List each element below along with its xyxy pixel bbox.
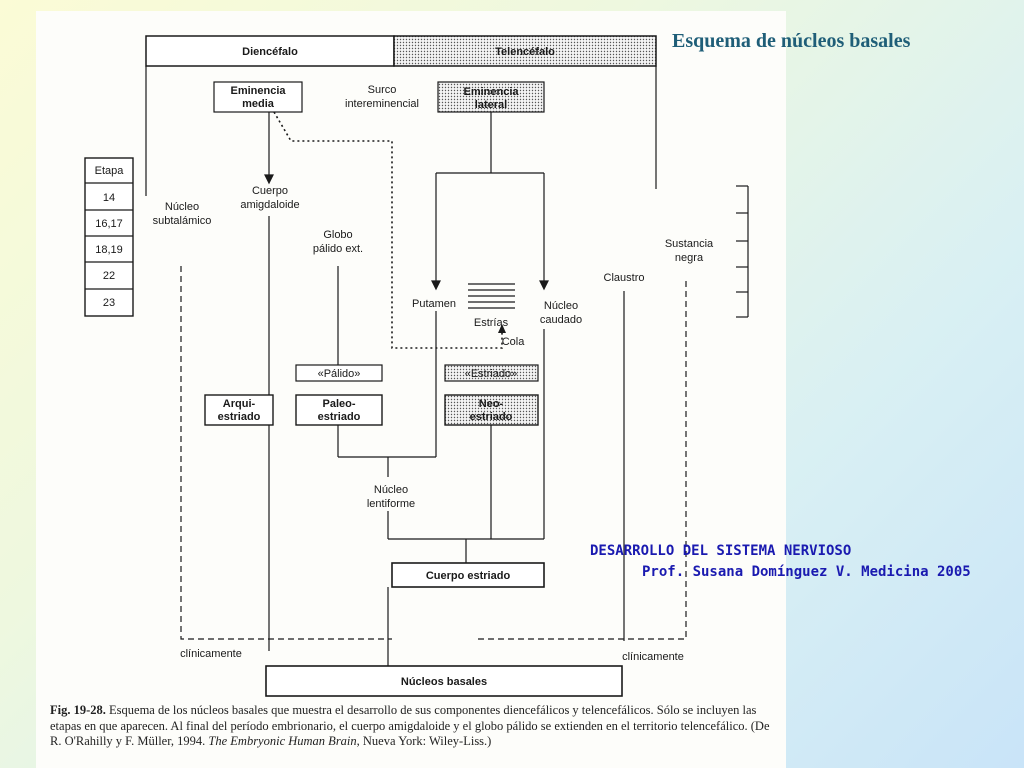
- etapa-value: 23: [103, 297, 115, 309]
- etapa-value: 18,19: [95, 244, 123, 256]
- clinicamente-right: clínicamente: [622, 651, 684, 663]
- nucleo-lentiforme-l2: lentiforme: [367, 498, 415, 510]
- etapa-header: Etapa: [95, 165, 125, 177]
- etapa-value: 14: [103, 192, 115, 204]
- putamen-label: Putamen: [412, 298, 456, 310]
- etapa-value: 22: [103, 270, 115, 282]
- eminencia-lateral-l1: Eminencia: [463, 86, 519, 98]
- nucleo-subtalamico-l1: Núcleo: [165, 201, 199, 213]
- cuerpo-amigdaloide-l2: amigdaloide: [240, 199, 299, 211]
- figure-label: Fig. 19-28.: [50, 703, 106, 717]
- course-credit: DESARROLLO DEL SISTEMA NERVIOSO: [590, 543, 852, 559]
- surco-l1: Surco: [368, 84, 397, 96]
- nucleos-basales-label: Núcleos basales: [401, 676, 487, 688]
- surco-l2: intereminencial: [345, 98, 419, 110]
- arquiestriado-l2: estriado: [218, 411, 261, 423]
- eminencia-media-l1: Eminencia: [230, 85, 286, 97]
- claustro-label: Claustro: [604, 272, 645, 284]
- sustancia-negra-l2: negra: [675, 252, 704, 264]
- eminencia-media-l2: media: [242, 98, 275, 110]
- cuerpo-estriado-label: Cuerpo estriado: [426, 570, 511, 582]
- cuerpo-amigdaloide-l1: Cuerpo: [252, 185, 288, 197]
- caption-text-end: , Nueva York: Wiley-Liss.): [356, 734, 492, 748]
- estrias-label: Estrías: [474, 317, 509, 329]
- eminencia-lateral-l2: lateral: [475, 99, 507, 111]
- caption-text: Esquema de los núcleos basales que muest…: [50, 703, 770, 748]
- estriado-tag: «Estriado»: [465, 368, 518, 380]
- paleoestriado-l1: Paleo-: [322, 398, 355, 410]
- nucleo-caudado-l2: caudado: [540, 314, 582, 326]
- caption-book-title: The Embryonic Human Brain: [208, 734, 357, 748]
- globo-palido-l2: pálido ext.: [313, 243, 363, 255]
- sustancia-negra-l1: Sustancia: [665, 238, 714, 250]
- neoestriado-l1: Neo-: [479, 398, 504, 410]
- paleoestriado-l2: estriado: [318, 411, 361, 423]
- nucleo-lentiforme-l1: Núcleo: [374, 484, 408, 496]
- neoestriado-l2: estriado: [470, 411, 513, 423]
- author-credit: Prof. Susana Domínguez V. Medicina 2005: [642, 564, 971, 580]
- arquiestriado-l1: Arqui-: [223, 398, 256, 410]
- scanned-figure: Diencéfalo Telencéfalo Eminencia media S…: [36, 11, 786, 768]
- globo-palido-l1: Globo: [323, 229, 352, 241]
- palido-tag: «Pálido»: [318, 368, 361, 380]
- etapa-value: 16,17: [95, 218, 123, 230]
- nucleo-caudado-l1: Núcleo: [544, 300, 578, 312]
- cola-label: Cola: [502, 336, 526, 348]
- clinicamente-left: clínicamente: [180, 648, 242, 660]
- header-telencefalo: Telencéfalo: [495, 46, 555, 58]
- figure-caption: Fig. 19-28. Esquema de los núcleos basal…: [50, 703, 778, 750]
- header-diencefalo: Diencéfalo: [242, 46, 298, 58]
- basal-nuclei-diagram: Diencéfalo Telencéfalo Eminencia media S…: [84, 35, 749, 697]
- slide-title: Esquema de núcleos basales: [672, 30, 911, 52]
- nucleo-subtalamico-l2: subtalámico: [153, 215, 212, 227]
